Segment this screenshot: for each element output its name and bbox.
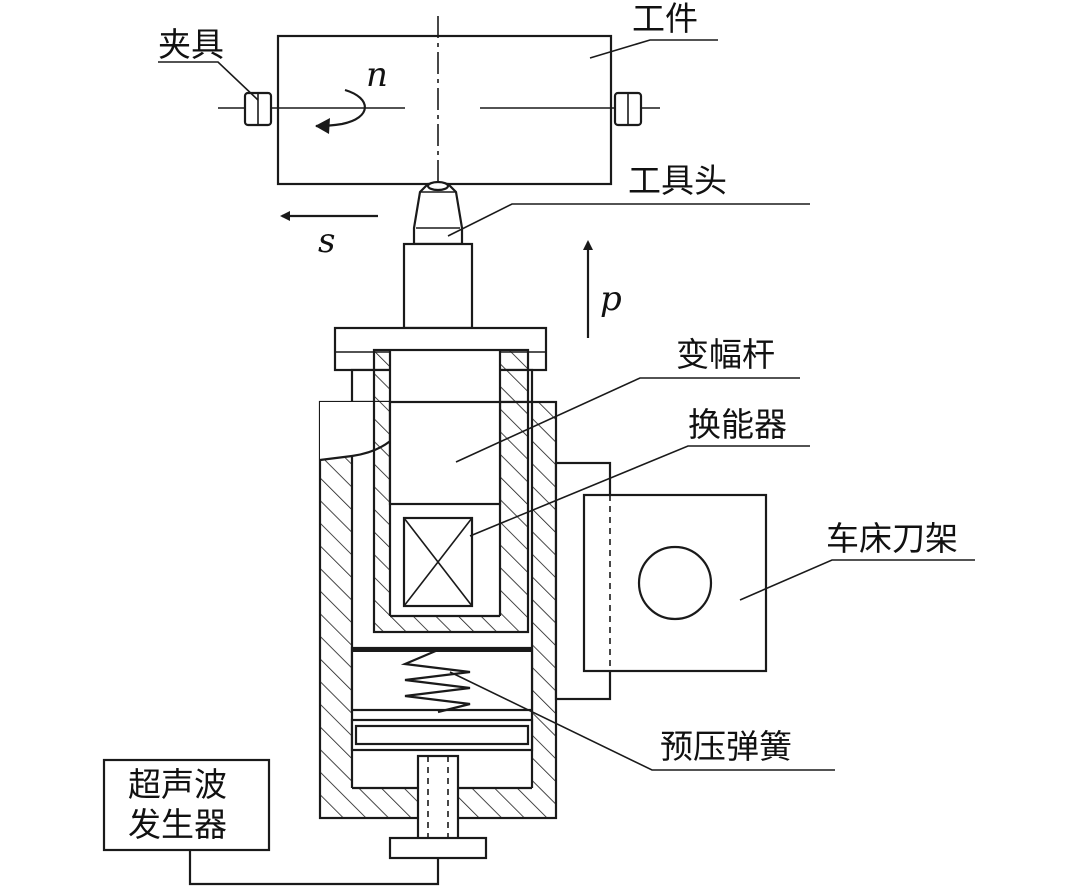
horn-shaft — [402, 242, 474, 330]
label-workpiece: 工件 — [632, 0, 698, 38]
horn-body — [388, 400, 502, 506]
label-transducer: 换能器 — [688, 405, 787, 444]
label-tool-head: 工具头 — [628, 161, 727, 200]
label-preload-spring: 预压弹簧 — [660, 727, 792, 766]
transducer — [402, 516, 474, 608]
leader-tool-head — [447, 203, 810, 237]
connector — [388, 754, 488, 860]
workpiece — [276, 34, 613, 186]
fixture-right — [613, 91, 643, 127]
rotation-arrow-icon — [315, 88, 366, 134]
leader-lathe-tool-post — [739, 559, 975, 601]
symbol-rotation: n — [366, 55, 388, 95]
label-generator-line2: 发生器 — [128, 805, 227, 844]
label-horn: 变幅杆 — [676, 335, 775, 374]
leader-horn — [455, 377, 800, 463]
generator-cable — [188, 850, 440, 886]
label-generator-line1: 超声波 — [128, 765, 227, 804]
label-fixture: 夹具 — [158, 25, 224, 64]
label-lathe-tool-post: 车床刀架 — [826, 519, 958, 558]
leader-workpiece — [589, 39, 718, 59]
symbol-pressure: p — [600, 279, 622, 319]
ultrasonic-generator — [102, 758, 271, 852]
tool-head — [412, 180, 464, 246]
leader-fixture — [158, 61, 259, 101]
leader-transducer — [469, 445, 810, 537]
lathe-tool-post — [582, 493, 768, 673]
spring-plate — [350, 718, 534, 752]
leader-preload-spring — [449, 671, 835, 771]
fixture-left — [243, 91, 273, 127]
preload-spring — [400, 648, 471, 714]
symbol-feed: s — [318, 221, 335, 261]
